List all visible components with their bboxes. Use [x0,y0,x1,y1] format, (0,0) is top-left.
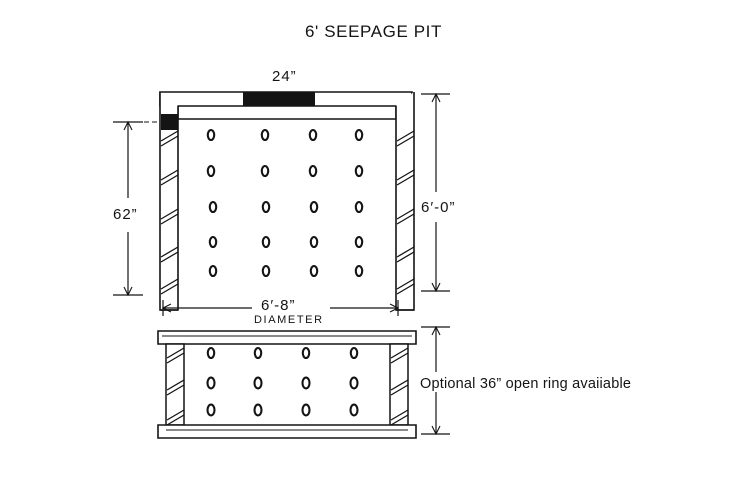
ring-right-wall-hatching [390,347,409,426]
lower-ring-group [157,330,417,439]
optional-ring-dimension-line [421,325,450,436]
barrel-right-wall [395,92,415,311]
right-height-dimension-line [421,92,450,293]
top-opening-label: 24” [272,68,297,85]
left-wall-black-block [161,114,178,130]
ring-bottom-base [157,424,417,439]
left-height-label: 62” [113,206,138,223]
barrel-inner-ceiling [177,106,397,120]
upper-barrel-group [159,91,415,311]
barrel-perforations [206,128,364,278]
ring-left-wall [165,343,185,426]
ring-perforations [206,346,359,417]
ring-top-lip [157,330,417,345]
right-height-label: 6′-0” [421,199,456,216]
page-title: 6' SEEPAGE PIT [305,22,442,41]
diameter-dimension-line [161,300,400,316]
ring-left-wall-hatching [166,347,185,426]
ring-right-wall [389,343,409,426]
top-opening-black-block [243,92,315,106]
right-wall-hatching [396,130,415,295]
diameter-value-label: 6′-8” [261,297,296,314]
left-wall-hatching [160,130,179,295]
diameter-caption-label: DIAMETER [254,314,324,326]
optional-ring-note: Optional 36” open ring avaiiable [420,376,632,392]
